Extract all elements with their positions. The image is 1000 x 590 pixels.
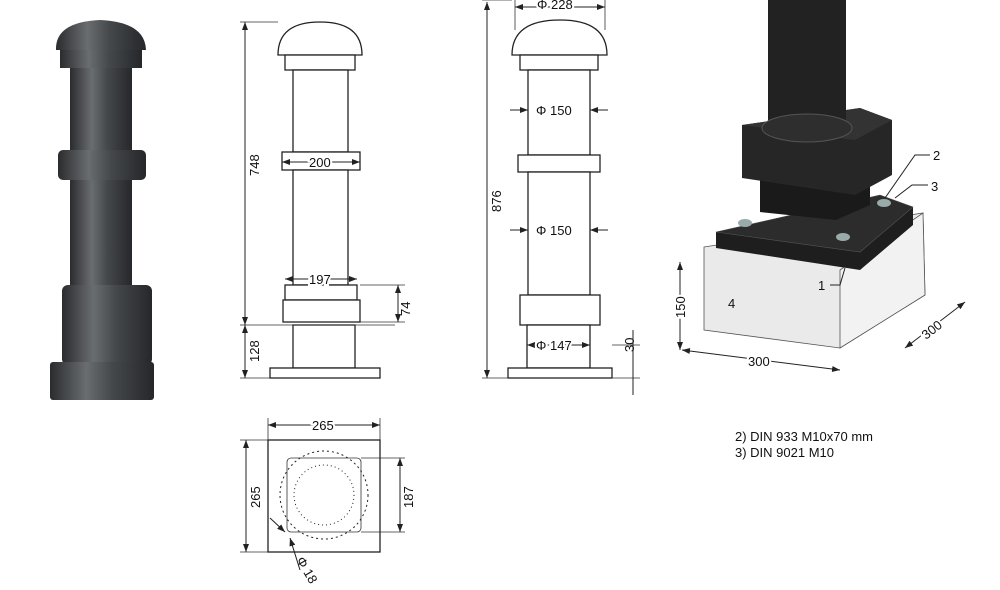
callout-3: 3	[931, 179, 938, 194]
isometric-assembly	[677, 0, 966, 372]
front-base-height-label: 128	[247, 340, 262, 362]
stem-diameter-label: Φ 147	[536, 338, 572, 353]
hole-diameter-label: Φ 18	[293, 554, 320, 586]
callout-4: 4	[728, 296, 735, 311]
front-height-label: 748	[247, 154, 262, 176]
front-view	[240, 21, 405, 379]
front-ring-width-label: 200	[309, 155, 331, 170]
front-base-band-label: 74	[398, 302, 413, 316]
note-washer: 3) DIN 9021 M10	[735, 445, 834, 460]
side-height-label: 876	[489, 190, 504, 212]
note-bolt: 2) DIN 933 M10x70 mm	[735, 429, 873, 444]
plan-width-label: 265	[312, 418, 334, 433]
plate-thickness-label: 30	[622, 338, 637, 352]
callout-2: 2	[933, 148, 940, 163]
iso-width-label: 300	[748, 354, 770, 369]
front-base-width-label: 197	[309, 272, 331, 287]
callout-1: 1	[818, 278, 825, 293]
lower-shaft-diameter-label: Φ 150	[536, 223, 572, 238]
plan-view	[240, 418, 405, 571]
bollard-photo	[50, 20, 154, 400]
bolt-spacing-label: 187	[401, 486, 416, 508]
plan-depth-label: 265	[248, 486, 263, 508]
upper-shaft-diameter-label: Φ 150	[536, 103, 572, 118]
side-view	[482, 0, 640, 395]
cap-diameter-label: Φ 228	[537, 0, 573, 12]
iso-height-label: 150	[673, 296, 688, 318]
